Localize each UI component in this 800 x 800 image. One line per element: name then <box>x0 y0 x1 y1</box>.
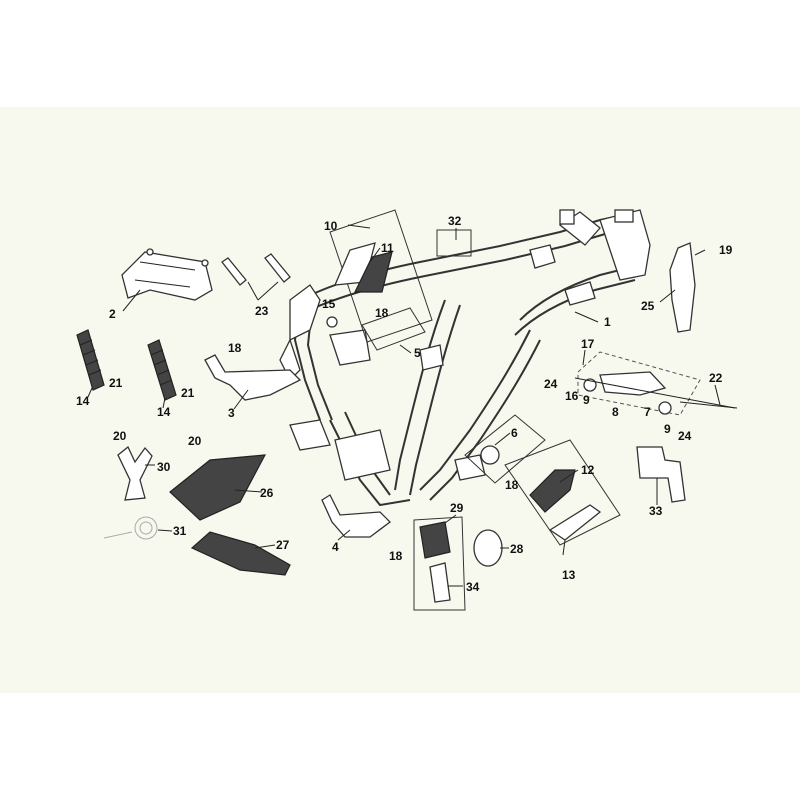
part-33-bracket <box>636 446 686 503</box>
part-4-bracket <box>321 494 391 538</box>
callout-11: 11 <box>381 241 394 255</box>
callout-7: 7 <box>644 405 651 419</box>
callout-29: 29 <box>450 501 464 515</box>
callout-17: 17 <box>581 337 595 351</box>
part-29-assembly-box <box>413 516 466 611</box>
part-22-rod <box>679 401 738 409</box>
callout-10: 10 <box>324 219 338 233</box>
callout-9: 9 <box>664 422 671 436</box>
leader-lines <box>87 224 721 587</box>
part-25-bracket <box>669 242 696 333</box>
part-23-bolts <box>221 253 291 286</box>
callout-5: 5 <box>414 346 421 360</box>
part-7-assembly <box>574 351 736 416</box>
callout-21: 21 <box>181 386 195 400</box>
part-26-cover <box>169 454 267 521</box>
callout-9: 9 <box>583 393 590 407</box>
part-2-bracket <box>121 248 213 301</box>
callout-3: 3 <box>228 406 235 420</box>
callout-19: 19 <box>719 243 733 257</box>
callout-labels: 1 2 3 4 5 6 7 8 9 9 10 11 12 13 14 14 15… <box>76 214 733 594</box>
callout-24: 24 <box>678 429 692 443</box>
callout-15: 15 <box>322 297 336 311</box>
callout-6: 6 <box>511 426 518 440</box>
callout-18: 18 <box>228 341 242 355</box>
callout-8: 8 <box>612 405 619 419</box>
part-32-label-plate <box>436 229 472 257</box>
callout-24: 24 <box>544 377 558 391</box>
callout-12: 12 <box>581 463 595 477</box>
callout-25: 25 <box>641 299 655 313</box>
diagram-panel <box>0 107 800 693</box>
part-3-bracket <box>204 354 302 401</box>
callout-23: 23 <box>255 304 269 318</box>
part-31-grommet <box>103 516 158 540</box>
callout-32: 32 <box>448 214 462 228</box>
callout-21: 21 <box>109 376 123 390</box>
callout-22: 22 <box>709 371 723 385</box>
callout-13: 13 <box>562 568 576 582</box>
callout-4: 4 <box>332 540 339 554</box>
callout-2: 2 <box>109 307 116 321</box>
callout-27: 27 <box>276 538 290 552</box>
callout-30: 30 <box>157 460 171 474</box>
callout-20: 20 <box>188 434 202 448</box>
callout-20: 20 <box>113 429 127 443</box>
part-28-strap <box>473 529 503 567</box>
part-14-shock-absorbers <box>76 329 177 401</box>
part-27-cover <box>190 531 291 576</box>
callout-14: 14 <box>157 405 171 419</box>
part-30-clip <box>117 445 153 501</box>
callout-34: 34 <box>466 580 480 594</box>
callout-26: 26 <box>260 486 274 500</box>
callout-18: 18 <box>375 306 389 320</box>
part-13-assembly-box <box>464 414 621 546</box>
callout-14: 14 <box>76 394 90 408</box>
callout-31: 31 <box>173 524 187 538</box>
main-frame <box>279 209 651 507</box>
callout-33: 33 <box>649 504 663 518</box>
callout-1: 1 <box>604 315 611 329</box>
part-10-assembly-box <box>326 209 433 351</box>
callout-18: 18 <box>505 478 519 492</box>
callout-18: 18 <box>389 549 403 563</box>
callout-16: 16 <box>565 389 579 403</box>
callout-28: 28 <box>510 542 524 556</box>
